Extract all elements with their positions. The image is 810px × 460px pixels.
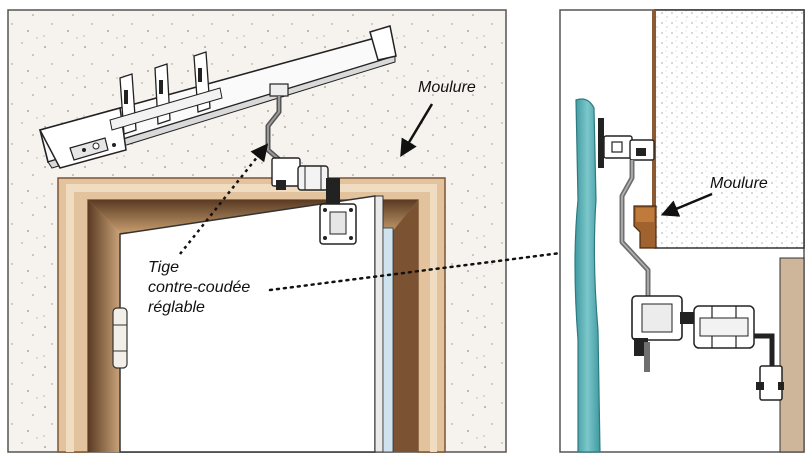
detail-top-bracket [598,118,655,168]
molding-profile [633,205,657,249]
tige-label-line2: contre-coudée [148,279,250,296]
tige-label-line3: réglable [148,299,205,316]
moulure-arrow-left [400,103,434,158]
frame-strip [779,257,805,453]
door-closer-body [38,25,397,169]
wall-section [654,9,805,249]
door-shoe-bracket [319,178,357,245]
right-panel: Moulure [559,9,805,453]
moulure-label-right: Moulure [710,175,768,192]
detail-pointer-arrow [268,241,604,292]
rod-clamp [271,157,329,191]
left-panel: Moulure Tige contre-coudée réglable [7,9,507,453]
door-hinge [112,307,128,369]
tige-label-line1: Tige [148,259,179,276]
door-post [574,98,601,453]
door-leaf [119,195,394,453]
tige-arrow-up [179,143,269,255]
moulure-label-left: Moulure [418,79,476,96]
moulure-arrow-right [660,192,713,217]
detail-shoe-assembly [631,295,784,401]
